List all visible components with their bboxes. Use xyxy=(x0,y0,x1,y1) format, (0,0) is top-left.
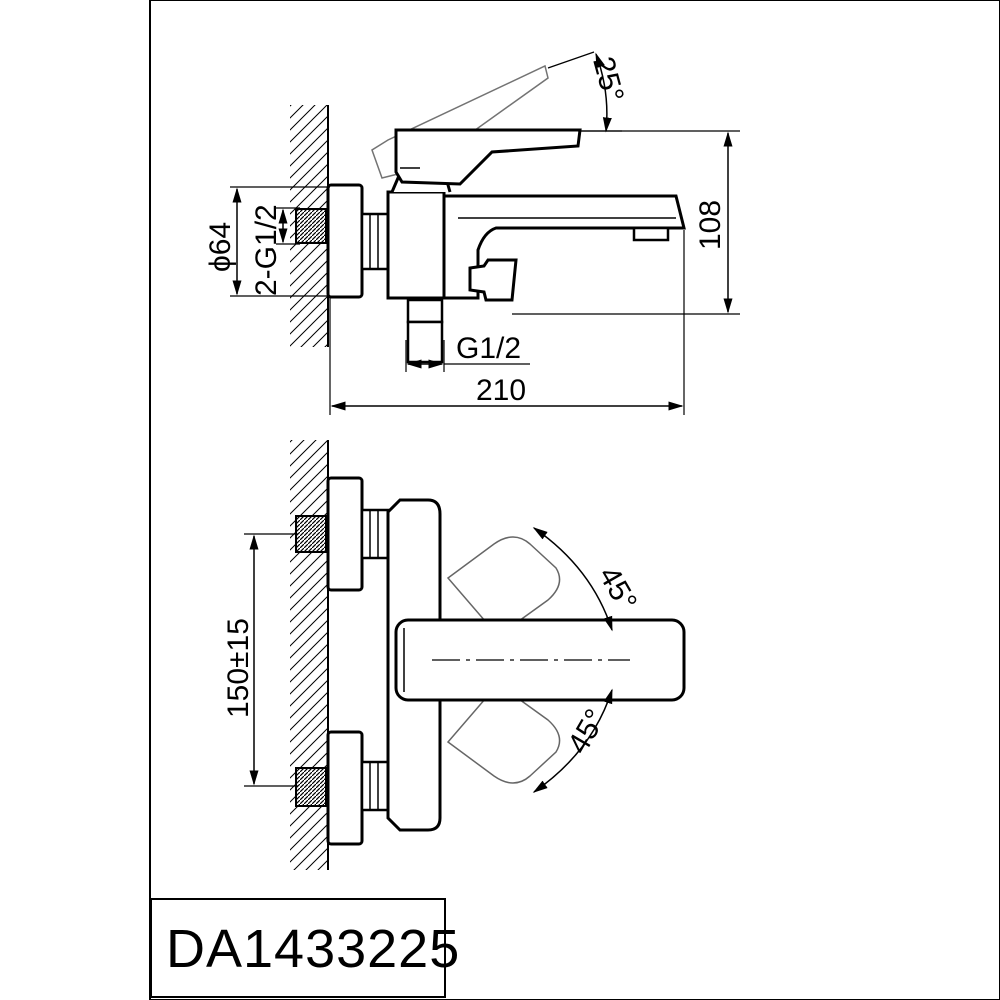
wall-flange-lower xyxy=(326,730,364,846)
dim-handle-tilt: 25° xyxy=(586,53,630,105)
handle-side xyxy=(394,128,582,186)
dim-height: 108 xyxy=(694,200,727,250)
dim-centre-distance: 150±15 xyxy=(222,618,255,718)
mixer-body-side xyxy=(386,190,446,300)
page-border xyxy=(149,0,1000,1000)
side-view xyxy=(230,51,740,415)
inlet-thread-upper xyxy=(295,515,327,553)
model-code: DA1433225 xyxy=(166,919,461,979)
dim-inlet-thread: 2-G1/2 xyxy=(250,204,283,296)
wall-flange-side xyxy=(326,183,364,299)
dim-rotation-lower: 45° xyxy=(561,704,612,760)
diverter-knob xyxy=(468,258,518,302)
model-code-box: DA1433225 xyxy=(150,898,459,998)
dim-projection: 210 xyxy=(476,374,526,407)
dim-outlet-thread: G1/2 xyxy=(456,332,521,365)
inlet-thread-side xyxy=(295,208,327,244)
dim-rotation-upper: 45° xyxy=(592,561,643,617)
dim-flange-diameter: ϕ64 xyxy=(204,222,237,272)
inlet-thread-lower xyxy=(295,767,327,807)
aerator xyxy=(632,226,670,242)
handle-tilted-ghost xyxy=(371,64,549,179)
wall-flange-upper xyxy=(326,476,364,592)
top-view xyxy=(244,440,686,870)
